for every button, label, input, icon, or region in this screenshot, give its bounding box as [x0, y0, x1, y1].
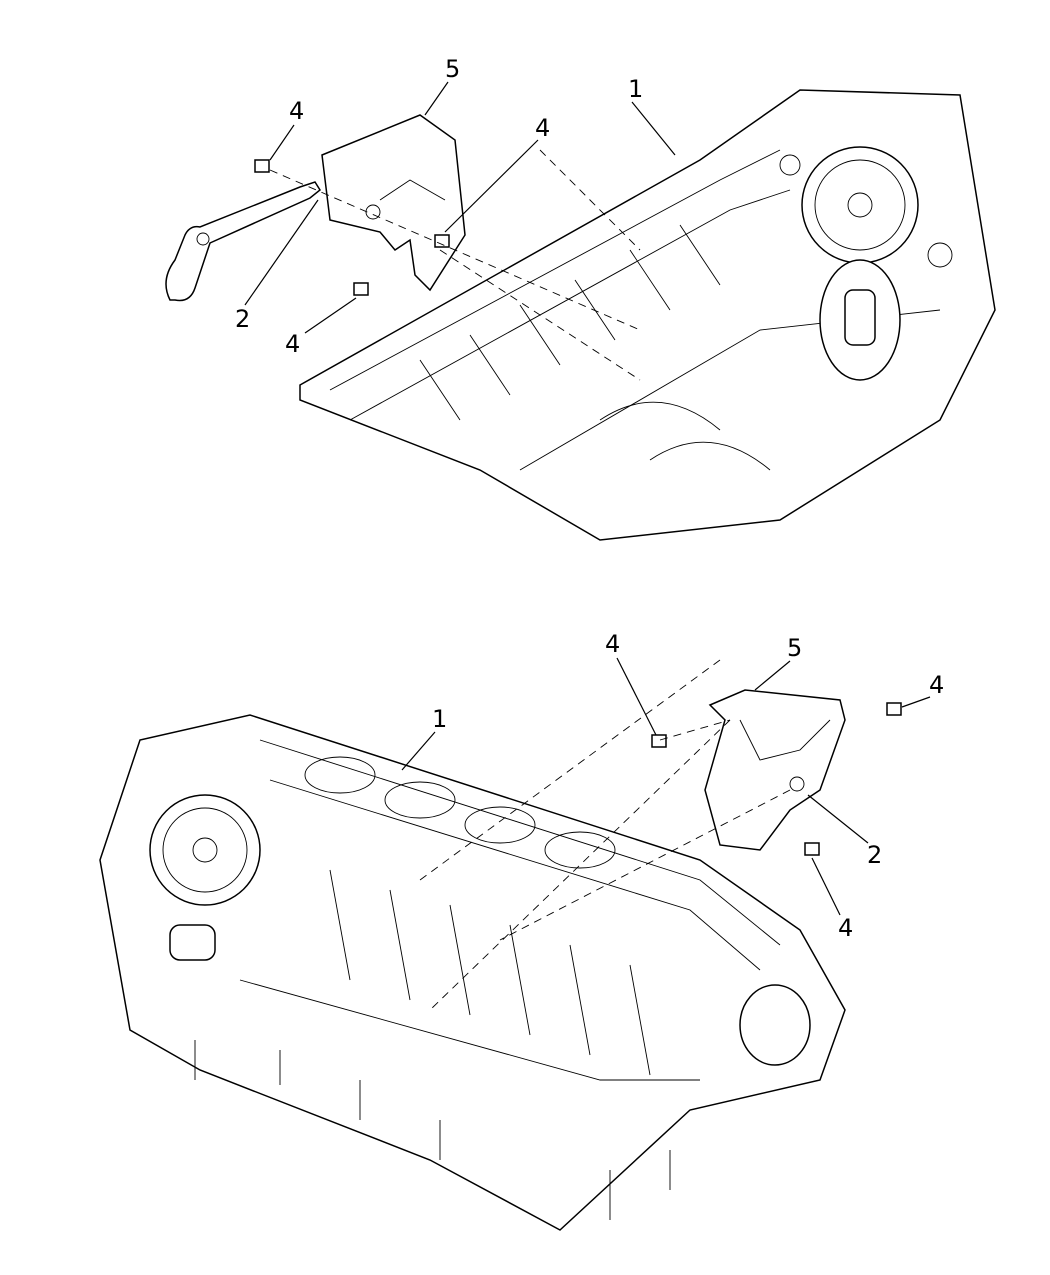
- callout-4: 4: [605, 630, 621, 658]
- upper-alignment-lines: [269, 149, 641, 381]
- callout-2: 2: [867, 841, 883, 869]
- callout-5: 5: [445, 55, 461, 83]
- upper-cam-sprocket: [801, 146, 919, 264]
- lower-bracket: [704, 689, 846, 851]
- upper-bracket: [321, 114, 466, 292]
- callout-1: 1: [432, 705, 448, 733]
- callout-4: 4: [289, 97, 305, 125]
- callout-1: 1: [628, 75, 644, 103]
- callout-5: 5: [787, 634, 803, 662]
- callout-4: 4: [285, 330, 301, 358]
- upper-sensor-harness: [165, 181, 321, 302]
- upper-engine-block: [299, 89, 996, 541]
- callout-2: 2: [235, 305, 251, 333]
- callout-4: 4: [838, 914, 854, 942]
- callout-4: 4: [535, 114, 551, 142]
- lower-engine-block: [99, 714, 846, 1231]
- lower-bolts: [651, 702, 902, 856]
- upper-bolts: [254, 159, 450, 296]
- callout-4: 4: [929, 671, 945, 699]
- lower-cam-sprocket: [149, 794, 261, 906]
- lower-alignment-lines: [419, 659, 791, 1011]
- upper-leader-lines: [244, 81, 676, 334]
- lower-leader-lines: [401, 657, 931, 916]
